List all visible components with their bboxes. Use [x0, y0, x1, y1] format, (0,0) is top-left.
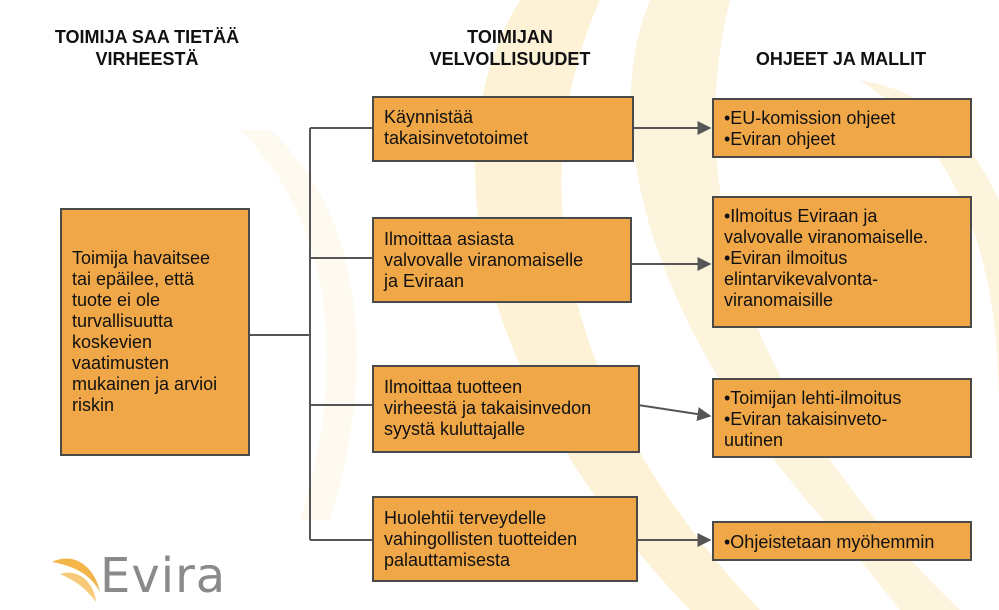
guide-line: •Eviran ilmoitus	[724, 248, 848, 268]
guide-box-eu-commission: •EU-komission ohjeet •Eviran ohjeet	[712, 98, 972, 158]
source-line: tuote ei ole	[72, 290, 161, 310]
header-col1-line1: TOIMIJA SAA TIETÄÄ	[54, 27, 240, 47]
source-line: vaatimusten	[72, 353, 170, 373]
duty-line: ja Eviraan	[384, 271, 465, 291]
guide-line: viranomaisille	[724, 290, 834, 310]
header-guides-templates: OHJEET JA MALLIT	[716, 48, 966, 70]
duty-line: syystä kuluttajalle	[384, 419, 526, 439]
guide-box-later-instructions: •Ohjeistetaan myöhemmin	[712, 521, 972, 561]
duty-line: takaisinvetotoimet	[384, 128, 529, 148]
source-line: tai epäilee, että	[72, 269, 195, 289]
guide-line: •Ilmoitus Eviraan ja	[724, 206, 878, 226]
header-col2-line2: VELVOLLISUUDET	[429, 49, 591, 69]
duty-line: valvovalle viranomaiselle	[384, 250, 584, 270]
guide-line: •Toimijan lehti-ilmoitus	[724, 388, 902, 408]
guide-box-press-notice: •Toimijan lehti-ilmoitus •Eviran takaisi…	[712, 378, 972, 458]
duty-line: vahingollisten tuotteiden	[384, 529, 578, 549]
header-operator-finds-out: TOIMIJA SAA TIETÄÄ VIRHEESTÄ	[42, 26, 252, 70]
header-col1-line2: VIRHEESTÄ	[95, 49, 199, 69]
operator-detects-box: Toimija havaitsee tai epäilee, että tuot…	[60, 208, 250, 456]
source-line: mukainen ja arvioi	[72, 374, 218, 394]
logo-text: Evira	[100, 548, 227, 604]
duty-box-notify-authority: Ilmoittaa asiasta valvovalle viranomaise…	[372, 217, 632, 303]
source-line: koskevien	[72, 332, 153, 352]
guide-line: elintarvikevalvonta-	[724, 269, 879, 289]
guide-line: •Eviran takaisinveto-	[724, 409, 888, 429]
guide-box-notification: •Ilmoitus Eviraan ja valvovalle viranoma…	[712, 196, 972, 328]
header-operator-duties: TOIMIJAN VELVOLLISUUDET	[390, 26, 630, 70]
guide-line: valvovalle viranomaiselle.	[724, 227, 929, 247]
duty-line: Ilmoittaa asiasta	[384, 229, 515, 249]
duty-line: Huolehtii terveydelle	[384, 508, 547, 528]
source-line: turvallisuutta	[72, 311, 174, 331]
guide-line: •EU-komission ohjeet	[724, 108, 896, 128]
duty-line: Käynnistää	[384, 107, 474, 127]
guide-line: •Eviran ohjeet	[724, 129, 836, 149]
duty-box-inform-consumers: Ilmoittaa tuotteen virheestä ja takaisin…	[372, 365, 640, 453]
duty-box-start-recall: Käynnistää takaisinvetotoimet	[372, 96, 634, 162]
duty-box-return-products: Huolehtii terveydelle vahingollisten tuo…	[372, 496, 638, 582]
evira-logo-icon	[52, 558, 100, 602]
header-col2-line1: TOIMIJAN	[467, 27, 553, 47]
source-line: riskin	[72, 395, 115, 415]
duty-line: palauttamisesta	[384, 550, 511, 570]
guide-line: uutinen	[724, 430, 784, 450]
duty-line: Ilmoittaa tuotteen	[384, 377, 523, 397]
guide-line: •Ohjeistetaan myöhemmin	[724, 532, 935, 552]
header-col3-line1: OHJEET JA MALLIT	[755, 49, 927, 69]
duty-line: virheestä ja takaisinvedon	[384, 398, 592, 418]
source-line: Toimija havaitsee	[72, 248, 211, 268]
